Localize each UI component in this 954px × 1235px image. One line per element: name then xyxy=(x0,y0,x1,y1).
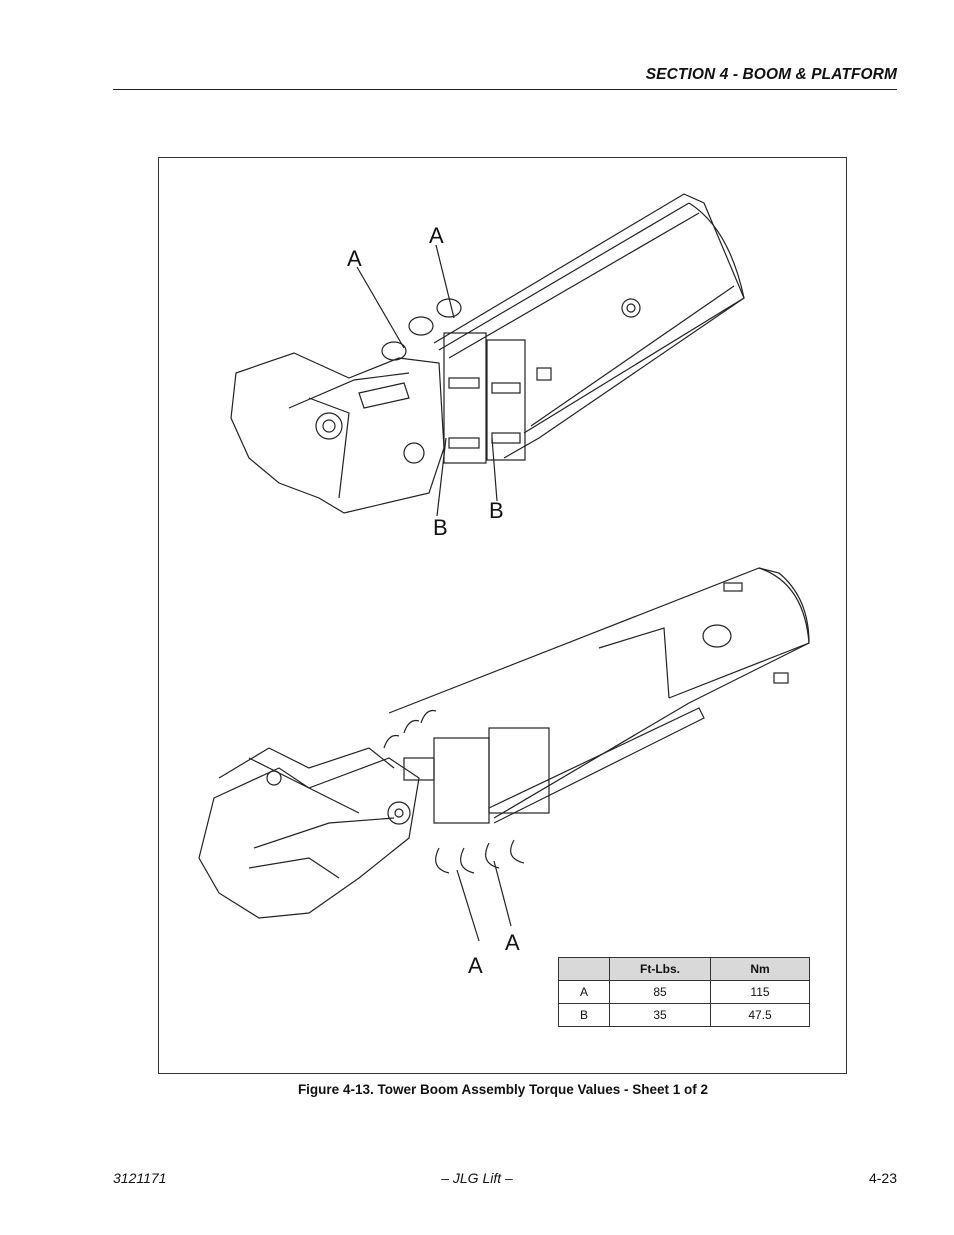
table-row: B 35 47.5 xyxy=(558,1003,810,1027)
table-header-row: Ft-Lbs. Nm xyxy=(558,957,810,981)
figure-frame: A A B B A A Ft-Lbs. Nm A 85 115 B 35 47.… xyxy=(158,157,847,1074)
figure-caption: Figure 4-13. Tower Boom Assembly Torque … xyxy=(0,1082,954,1097)
table-row: A 85 115 xyxy=(558,980,810,1004)
callout-a-top-left: A xyxy=(347,246,362,271)
header-rule xyxy=(113,89,897,90)
doc-number: 3121171 xyxy=(113,1170,167,1186)
table-header-blank xyxy=(558,957,610,981)
table-header-ft-lbs: Ft-Lbs. xyxy=(609,957,711,981)
table-cell-ft-lbs: 85 xyxy=(609,980,711,1004)
torque-table: Ft-Lbs. Nm A 85 115 B 35 47.5 xyxy=(558,957,810,1027)
table-header-nm: Nm xyxy=(710,957,810,981)
table-cell-nm: 47.5 xyxy=(710,1003,810,1027)
callout-b-left: B xyxy=(433,515,448,540)
callout-a-bottom-left: A xyxy=(468,953,483,978)
top-boom-drawing xyxy=(230,193,745,517)
page-number: 4-23 xyxy=(868,1170,897,1186)
section-title: SECTION 4 - BOOM & PLATFORM xyxy=(645,66,897,83)
figure-caption-text: Figure 4-13. Tower Boom Assembly Torque … xyxy=(297,1082,709,1097)
table-cell-nm: 115 xyxy=(710,980,810,1004)
callout-a-top-right: A xyxy=(429,223,444,248)
table-cell-item: A xyxy=(558,980,610,1004)
footer-center-text: – JLG Lift – xyxy=(441,1170,513,1186)
callout-b-right: B xyxy=(489,498,504,523)
table-cell-ft-lbs: 35 xyxy=(609,1003,711,1027)
bottom-boom-drawing xyxy=(198,567,810,942)
table-cell-item: B xyxy=(558,1003,610,1027)
callout-a-bottom-right: A xyxy=(505,930,520,955)
boom-illustration xyxy=(198,193,810,942)
